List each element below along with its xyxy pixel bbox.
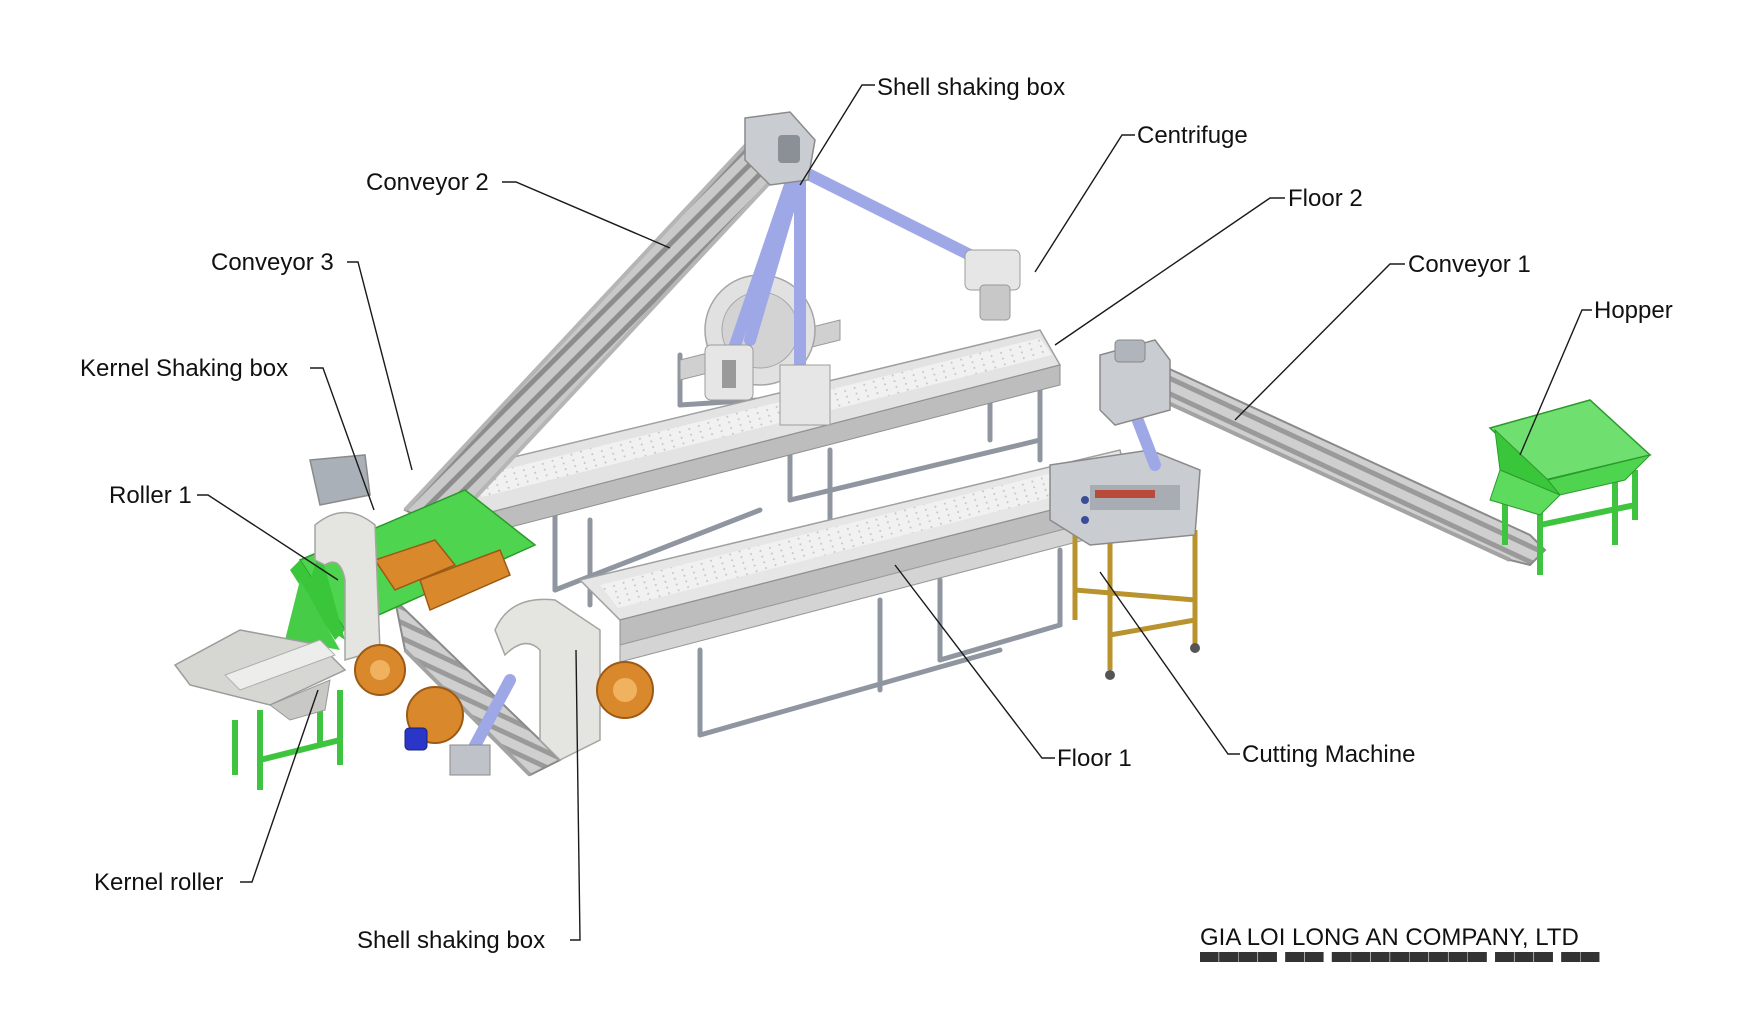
company-name: GIA LOI LONG AN COMPANY, LTD — [1200, 924, 1579, 951]
label-centrifuge: Centrifuge — [1137, 122, 1248, 149]
label-floor-1: Floor 1 — [1057, 745, 1132, 772]
label-conveyor-2: Conveyor 2 — [366, 169, 489, 196]
label-kernel-shaking-box: Kernel Shaking box — [80, 355, 288, 382]
kernel-roller-table — [173, 629, 347, 721]
cutting-machine — [1049, 394, 1201, 680]
roller-1-tower — [314, 511, 406, 696]
label-shell-shaking-box-bottom: Shell shaking box — [357, 927, 545, 954]
hopper — [1488, 399, 1652, 575]
label-hopper: Hopper — [1594, 297, 1673, 324]
conveyor-1 — [1099, 339, 1547, 567]
centrifuge-assembly — [704, 164, 1021, 426]
floor-1-assembly — [578, 449, 1131, 738]
callout-labels: Shell shaking box Centrifuge Floor 2 Con… — [80, 74, 1673, 954]
label-roller-1: Roller 1 — [109, 482, 192, 509]
conveyor-3 — [393, 597, 562, 777]
leader-lines — [197, 84, 1592, 941]
label-kernel-roller: Kernel roller — [94, 869, 223, 896]
truncated-contact-line: ▆▆▆▆ ▆▆ ▆▆▆▆▆▆▆▆ ▆▆▆ ▆▆ ▆▆▆▆▆▆▆▆▆ — [1200, 952, 1720, 962]
label-conveyor-3: Conveyor 3 — [211, 249, 334, 276]
shell-shaking-box-bottom-unit — [404, 598, 654, 776]
label-shell-shaking-box-top: Shell shaking box — [877, 74, 1065, 101]
label-floor-2: Floor 2 — [1288, 185, 1363, 212]
label-cutting-machine: Cutting Machine — [1242, 741, 1415, 768]
floor-2-assembly — [458, 319, 1062, 608]
conveyor-2 — [403, 111, 816, 532]
label-conveyor-1: Conveyor 1 — [1408, 251, 1531, 278]
